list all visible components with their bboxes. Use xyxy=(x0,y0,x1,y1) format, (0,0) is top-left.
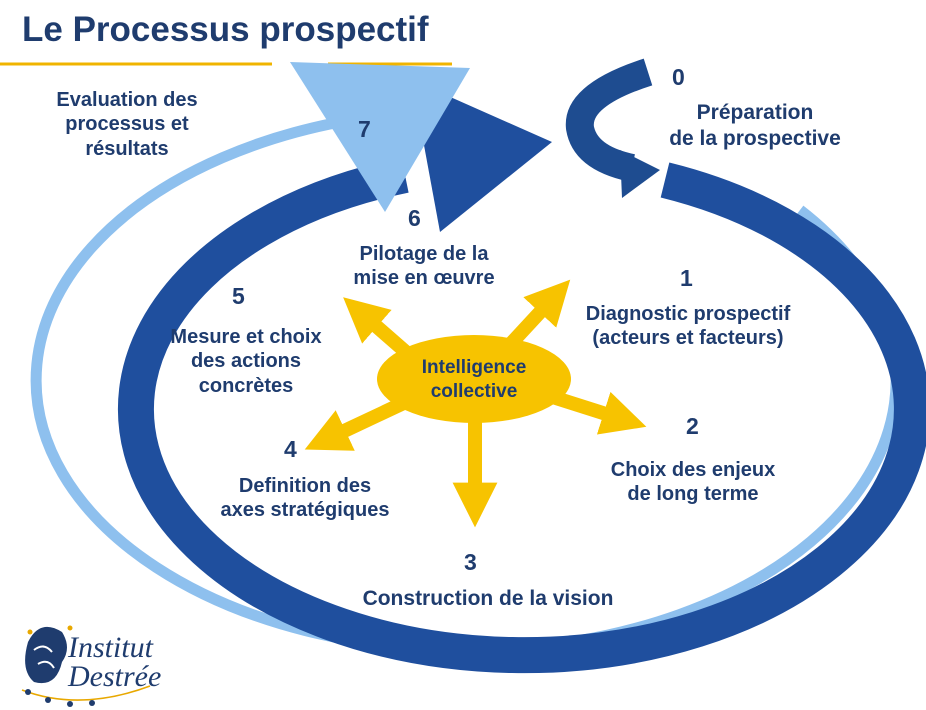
step-5-line2: des actions xyxy=(190,350,302,373)
cycle-arrow-head xyxy=(412,80,552,232)
step-7-label: Evaluation des processus et résultats xyxy=(32,88,222,161)
step-0-line1: Préparation xyxy=(696,101,814,124)
step-0-number: 0 xyxy=(672,64,685,90)
step-4-label: Definition des axes stratégiques xyxy=(202,474,408,523)
step0-curved-arrow xyxy=(565,58,653,182)
step-6-number: 6 xyxy=(408,205,421,231)
step-2-line2: de long terme xyxy=(627,483,759,506)
page-title: Le Processus prospectif xyxy=(22,10,429,49)
step-2-label: Choix des enjeux de long terme xyxy=(595,458,791,507)
step-4-line1: Definition des xyxy=(238,475,372,497)
step-4-line2: axes stratégiques xyxy=(220,499,390,522)
step-1-number: 1 xyxy=(680,265,693,291)
logo-text: Institut Destrée xyxy=(68,631,162,693)
step-1-line2: (acteurs et facteurs) xyxy=(592,327,784,350)
step-0-line2: de la prospective xyxy=(669,126,841,150)
arrow-to-step4 xyxy=(304,393,413,451)
center-label-line2: collective xyxy=(430,380,518,402)
step7-arrow xyxy=(290,62,470,212)
logo-line2: Destrée xyxy=(68,659,162,693)
cycle-ring xyxy=(117,157,926,674)
step-6-line1: Pilotage de la xyxy=(359,243,489,265)
center-label: Intelligence collective xyxy=(398,356,550,404)
step-3-number: 3 xyxy=(464,549,477,575)
step-5-line3: concrètes xyxy=(198,374,294,397)
step-1-label: Diagnostic prospectif (acteurs et facteu… xyxy=(566,302,810,351)
step-2-line1: Choix des enjeux xyxy=(610,459,776,481)
step-3-line1: Construction de la vision xyxy=(362,587,614,610)
step-7-line3: résultats xyxy=(85,137,169,160)
step-6-line2: mise en œuvre xyxy=(353,267,495,290)
step-2-number: 2 xyxy=(686,413,699,439)
step-1-line1: Diagnostic prospectif xyxy=(585,303,791,325)
step-3-label: Construction de la vision xyxy=(338,586,638,612)
step-5-label: Mesure et choix des actions concrètes xyxy=(152,325,340,398)
step-6-label: Pilotage de la mise en œuvre xyxy=(330,242,518,291)
logo-line1: Institut xyxy=(68,631,154,664)
center-label-line1: Intelligence xyxy=(421,357,527,378)
collective-ellipse xyxy=(377,335,571,423)
step0-arrow-head xyxy=(620,150,660,198)
step-4-number: 4 xyxy=(284,436,297,462)
step-7-line2: processus et xyxy=(65,113,189,136)
step-7-number: 7 xyxy=(358,116,371,142)
step-5-number: 5 xyxy=(232,283,245,309)
step-0-label: Préparation de la prospective xyxy=(660,100,850,151)
step-5-line1: Mesure et choix xyxy=(170,326,322,348)
step-7-line1: Evaluation des xyxy=(56,89,198,111)
lion-logo-icon xyxy=(21,625,151,707)
